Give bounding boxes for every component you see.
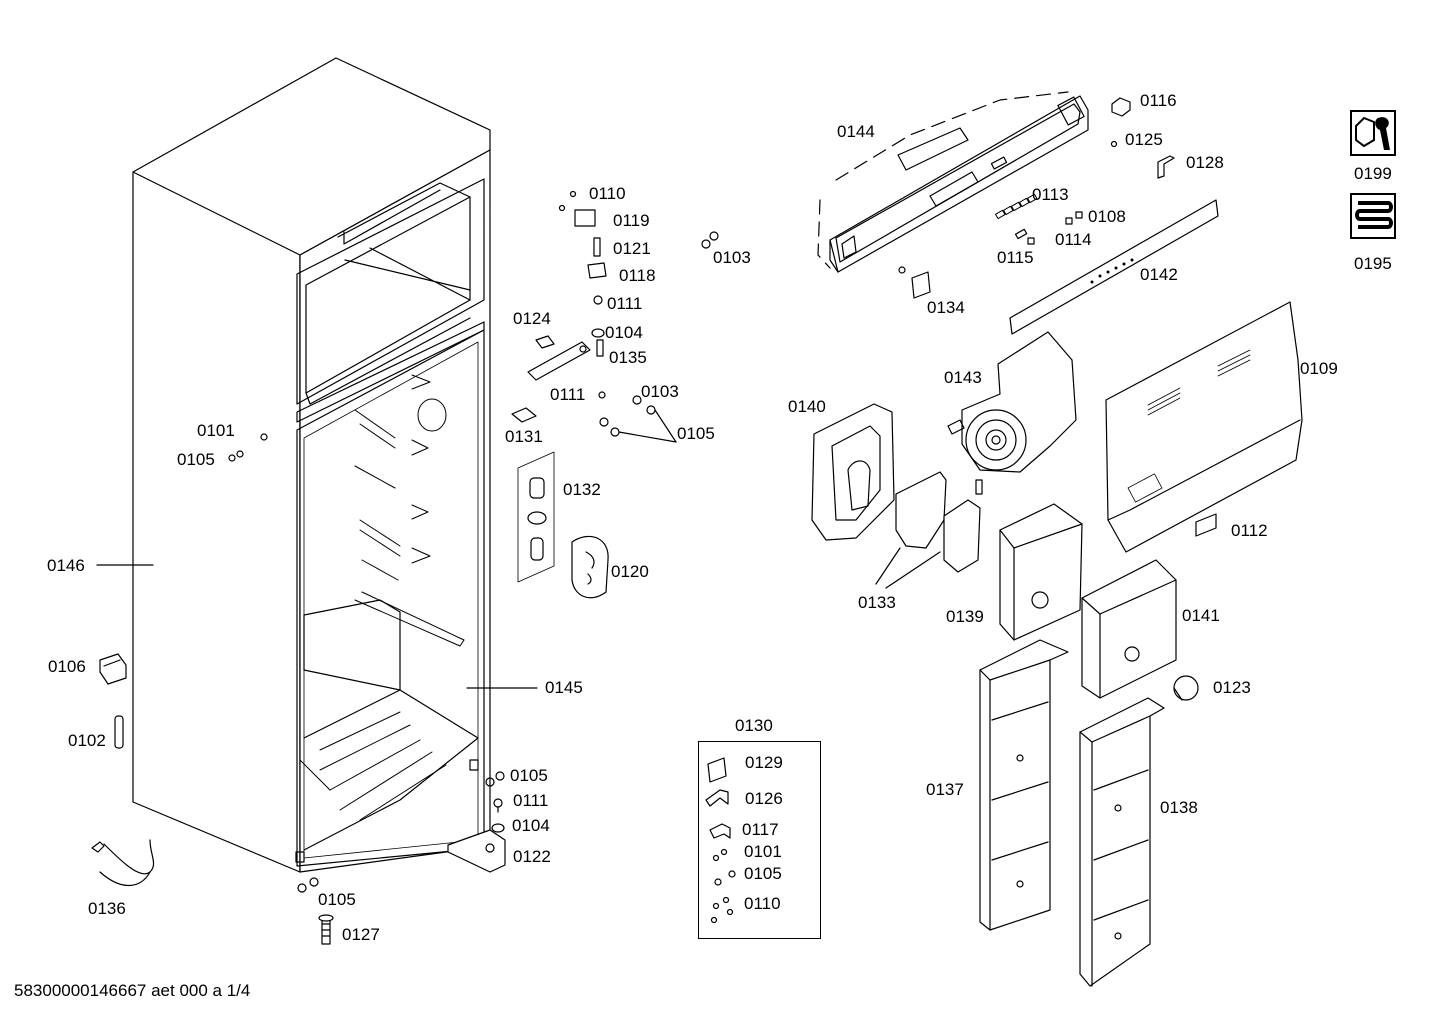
fan-assembly-0143 xyxy=(947,331,1077,495)
part-label-0108[interactable]: 0108 xyxy=(1088,207,1126,226)
part-label-0199[interactable]: 0199 xyxy=(1354,164,1392,183)
part-label-0124[interactable]: 0124 xyxy=(513,309,551,328)
part-label-0110[interactable]: 0110 xyxy=(744,894,781,913)
part-label-0103[interactable]: 0103 xyxy=(641,382,679,401)
cover-0109 xyxy=(1105,301,1303,553)
kit-box xyxy=(698,741,821,939)
part-label-0105[interactable]: 0105 xyxy=(510,766,548,785)
strip-0142 xyxy=(1009,199,1219,335)
part-label-0119[interactable]: 0119 xyxy=(613,211,650,230)
part-label-0121[interactable]: 0121 xyxy=(613,239,651,258)
hinge-bottom-parts xyxy=(447,771,506,873)
part-label-0106[interactable]: 0106 xyxy=(48,657,86,676)
part-label-0132[interactable]: 0132 xyxy=(563,480,601,499)
part-label-0138[interactable]: 0138 xyxy=(1160,798,1198,817)
part-label-0133[interactable]: 0133 xyxy=(858,593,896,612)
part-label-0118[interactable]: 0118 xyxy=(619,266,656,285)
part-label-0139[interactable]: 0139 xyxy=(946,607,984,626)
part-label-0137[interactable]: 0137 xyxy=(926,780,964,799)
part-label-0135[interactable]: 0135 xyxy=(609,348,647,367)
part-label-0110[interactable]: 0110 xyxy=(589,184,626,203)
part-label-0101[interactable]: 0101 xyxy=(744,842,782,861)
strip-dots xyxy=(1090,258,1134,284)
part-label-0146[interactable]: 0146 xyxy=(47,556,85,575)
part-label-0123[interactable]: 0123 xyxy=(1213,678,1251,697)
refrigerant-coil-icon[interactable] xyxy=(1350,193,1396,239)
part-label-0105[interactable]: 0105 xyxy=(677,424,715,443)
part-label-0114[interactable]: 0114 xyxy=(1055,230,1092,249)
part-label-0111[interactable]: 0111 xyxy=(550,385,586,404)
part-label-0105[interactable]: 0105 xyxy=(318,890,356,909)
part-label-0126[interactable]: 0126 xyxy=(745,789,783,808)
wrench-nut-icon[interactable] xyxy=(1350,110,1396,156)
left-small-parts xyxy=(91,433,334,945)
duct-0141 xyxy=(1081,559,1177,699)
document-id: 58300000146667 aet 000 a 1/4 xyxy=(14,981,251,1000)
part-label-0104[interactable]: 0104 xyxy=(512,816,550,835)
part-label-0136[interactable]: 0136 xyxy=(88,899,126,918)
control-panel-0144 xyxy=(817,91,1175,299)
hinge-top-parts xyxy=(511,190,719,443)
part-label-0144[interactable]: 0144 xyxy=(837,122,875,141)
channel-0138 xyxy=(1079,697,1165,987)
part-label-0105[interactable]: 0105 xyxy=(744,864,782,883)
brackets-0133 xyxy=(875,471,981,589)
part-label-0103[interactable]: 0103 xyxy=(713,248,751,267)
channel-0137 xyxy=(979,639,1069,931)
part-label-0112[interactable]: 0112 xyxy=(1231,521,1268,540)
part-label-0104[interactable]: 0104 xyxy=(605,323,643,342)
part-label-0129[interactable]: 0129 xyxy=(745,753,783,772)
duct-0139 xyxy=(999,503,1083,641)
part-label-0125[interactable]: 0125 xyxy=(1125,130,1163,149)
kit-label-0130[interactable]: 0130 xyxy=(735,716,773,735)
housing-0140 xyxy=(811,403,895,541)
knob-0123 xyxy=(1173,675,1199,701)
part-label-0117[interactable]: 0117 xyxy=(742,820,779,839)
part-label-0142[interactable]: 0142 xyxy=(1140,265,1178,284)
part-label-0111[interactable]: 0111 xyxy=(513,791,549,810)
lamp-group xyxy=(517,451,609,599)
kit-parts xyxy=(705,757,736,924)
refrigerant-coil-icon-graphic xyxy=(1355,201,1393,229)
part-label-0109[interactable]: 0109 xyxy=(1300,359,1338,378)
part-label-0134[interactable]: 0134 xyxy=(927,298,965,317)
part-label-0195[interactable]: 0195 xyxy=(1354,254,1392,273)
part-label-0122[interactable]: 0122 xyxy=(513,847,551,866)
part-label-0111[interactable]: 0111 xyxy=(607,294,643,313)
part-label-0131[interactable]: 0131 xyxy=(505,427,543,446)
part-label-0116[interactable]: 0116 xyxy=(1140,91,1177,110)
part-label-0140[interactable]: 0140 xyxy=(788,397,826,416)
wrench-nut-icon-graphic xyxy=(1355,116,1390,150)
part-label-0127[interactable]: 0127 xyxy=(342,925,380,944)
part-label-0141[interactable]: 0141 xyxy=(1182,606,1220,625)
part-label-0120[interactable]: 0120 xyxy=(611,562,649,581)
part-label-0102[interactable]: 0102 xyxy=(68,731,106,750)
part-label-0105[interactable]: 0105 xyxy=(177,450,215,469)
part-label-0101[interactable]: 0101 xyxy=(197,421,235,440)
part-label-0145[interactable]: 0145 xyxy=(545,678,583,697)
part-label-0115[interactable]: 0115 xyxy=(997,248,1034,267)
part-label-0113[interactable]: 0113 xyxy=(1032,185,1069,204)
part-label-0128[interactable]: 0128 xyxy=(1186,153,1224,172)
part-label-0143[interactable]: 0143 xyxy=(944,368,982,387)
